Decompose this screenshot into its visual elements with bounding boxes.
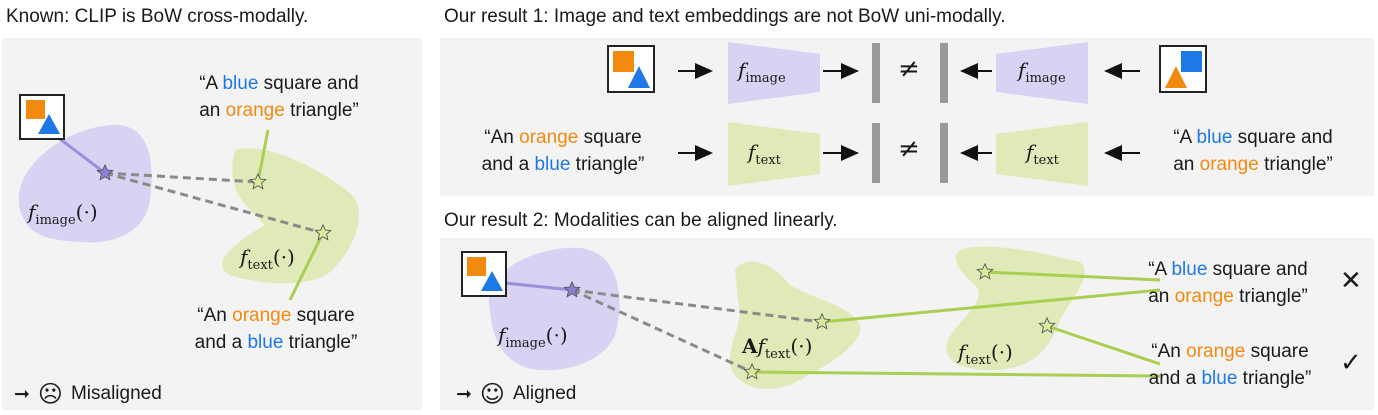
not-equal-row1: ≠ [898, 54, 920, 84]
f-text-label: ftext(·) [240, 245, 295, 273]
image-icon-orange-square-blue-triangle [607, 45, 655, 93]
aligned-text-region [729, 261, 861, 389]
image-icon-orange-square-blue-triangle [461, 251, 507, 297]
result1-title: Our result 1: Image and text embeddings … [444, 6, 1006, 27]
status-label: Aligned [512, 383, 577, 404]
smile-face-icon: ☺ [479, 380, 505, 408]
image-icon-blue-square-orange-triangle [1159, 45, 1207, 93]
arrow-icon: ➞ [456, 383, 472, 405]
f-text-label-2: ftext(·) [958, 340, 1013, 368]
f-image-encoder-left-label: fimage [738, 58, 786, 86]
f-image-label-2: fimage(·) [498, 323, 568, 351]
image-encoder-right [996, 42, 1088, 104]
check-icon: ✓ [1340, 348, 1362, 378]
image-icon-orange-square-blue-triangle [19, 94, 65, 140]
caption-blue-square-orange-triangle: “A blue square and an orange triangle” [1173, 127, 1333, 175]
caption-blue-square-orange-triangle: “A blue square and an orange triangle” [1148, 259, 1308, 307]
image-embedding-region [18, 124, 152, 243]
text-encoder-right [996, 122, 1088, 186]
text-encoder-left [728, 122, 820, 186]
image-encoder-left [728, 42, 820, 104]
result2-title: Our result 2: Modalities can be aligned … [444, 210, 838, 231]
f-image-label: fimage(·) [28, 200, 98, 228]
image-embedding-region-2 [488, 247, 620, 371]
status-misaligned: ➞ ☹ Misaligned [14, 380, 162, 408]
f-text-encoder-right-label: ftext [1026, 140, 1059, 168]
caption-orange-square-blue-triangle: “An orange square and a blue triangle” [481, 127, 645, 175]
sad-face-icon: ☹ [37, 380, 63, 408]
a-f-text-label: Aftext(·) [742, 334, 813, 362]
result1-panel [440, 38, 1374, 196]
not-equal-row2: ≠ [898, 134, 920, 164]
f-text-encoder-left-label: ftext [748, 140, 781, 168]
status-label: Misaligned [70, 383, 162, 404]
caption-orange-square-blue-triangle: “An orange square and a blue triangle” [1148, 341, 1312, 389]
cross-icon: ✕ [1340, 266, 1362, 296]
arrow-icon: ➞ [14, 383, 30, 405]
known-title: Known: CLIP is BoW cross-modally. [6, 6, 309, 27]
status-aligned: ➞ ☺ Aligned [456, 380, 576, 408]
caption-orange-square-blue-triangle: “An orange square and a blue triangle” [194, 305, 358, 353]
f-image-encoder-right-label: fimage [1018, 58, 1066, 86]
caption-blue-square-orange-triangle: “A blue square and an orange triangle” [199, 73, 359, 121]
